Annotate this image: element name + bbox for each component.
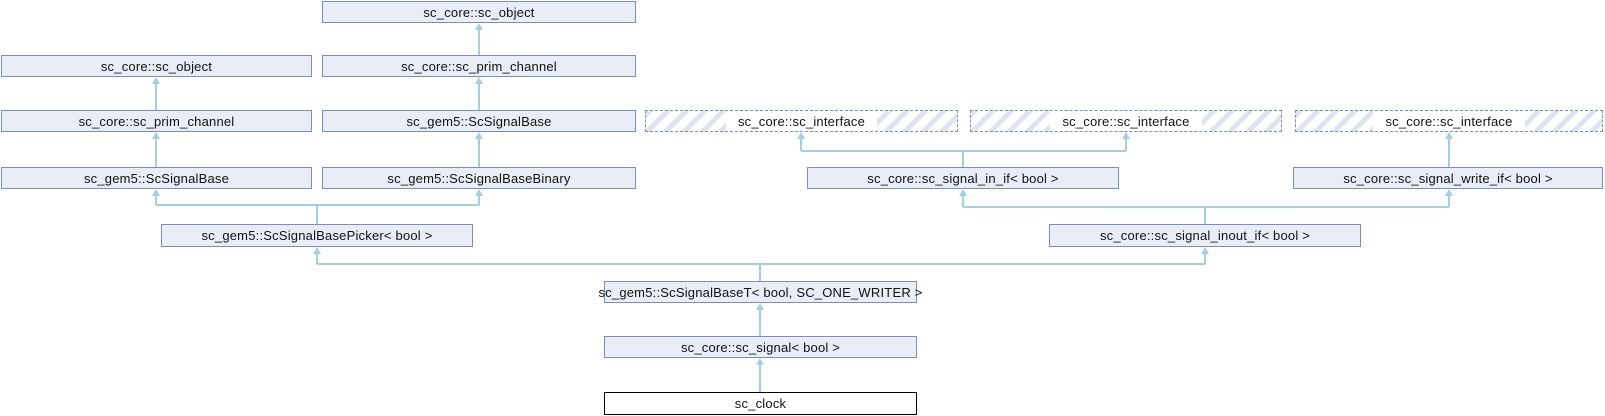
class-node-sc_clock: sc_clock bbox=[604, 392, 917, 415]
class-node-label: sc_core::sc_object bbox=[423, 4, 535, 20]
class-node-scsignalbasebinary[interactable]: sc_gem5::ScSignalBaseBinary bbox=[322, 167, 636, 189]
inheritance-edge-segment bbox=[478, 139, 480, 167]
arrowhead-icon bbox=[797, 132, 805, 139]
inheritance-edge-segment bbox=[801, 150, 1126, 152]
inheritance-edge-segment bbox=[478, 196, 480, 205]
class-node-scsignalbase_mid[interactable]: sc_gem5::ScSignalBase bbox=[322, 110, 636, 132]
class-node-label: sc_gem5::ScSignalBasePicker< bool > bbox=[201, 228, 433, 243]
class-node-sc_interface_1: sc_core::sc_interface bbox=[645, 110, 958, 132]
arrowhead-icon bbox=[959, 189, 967, 196]
arrowhead-icon bbox=[756, 358, 764, 365]
inheritance-edge-segment bbox=[1204, 254, 1206, 264]
arrowhead-icon bbox=[475, 189, 483, 196]
arrowhead-icon bbox=[475, 23, 483, 30]
class-node-scsignalbaset[interactable]: sc_gem5::ScSignalBaseT< bool, SC_ONE_WRI… bbox=[598, 281, 922, 303]
arrowhead-icon bbox=[1445, 189, 1453, 196]
arrowhead-icon bbox=[1445, 132, 1453, 139]
inheritance-edge-segment bbox=[155, 84, 157, 110]
inheritance-edge-segment bbox=[316, 254, 318, 264]
class-node-label: sc_core::sc_signal_write_if< bool > bbox=[1343, 170, 1553, 186]
inheritance-edge-segment bbox=[759, 310, 761, 336]
inheritance-edge-segment bbox=[1125, 139, 1127, 151]
class-node-scsignalbasepicker[interactable]: sc_gem5::ScSignalBasePicker< bool > bbox=[161, 224, 473, 247]
arrowhead-icon bbox=[152, 77, 160, 84]
class-node-label: sc_gem5::ScSignalBaseT< bool, SC_ONE_WRI… bbox=[598, 284, 923, 300]
class-node-sc_prim_channel_left[interactable]: sc_core::sc_prim_channel bbox=[1, 110, 312, 132]
class-node-label: sc_gem5::ScSignalBase bbox=[83, 170, 230, 186]
arrowhead-icon bbox=[1122, 132, 1130, 139]
class-node-label: sc_core::sc_interface bbox=[725, 111, 878, 131]
inheritance-edge-segment bbox=[155, 196, 157, 205]
class-node-sc_object_top[interactable]: sc_core::sc_object bbox=[322, 1, 636, 23]
inheritance-edge-segment bbox=[478, 84, 480, 110]
class-node-label: sc_core::sc_prim_channel bbox=[401, 58, 557, 74]
class-node-label: sc_core::sc_interface bbox=[1373, 111, 1525, 131]
class-node-label: sc_core::sc_signal_inout_if< bool > bbox=[1099, 228, 1311, 243]
arrowhead-icon bbox=[313, 247, 321, 254]
inheritance-edge-segment bbox=[1448, 139, 1450, 167]
arrowhead-icon bbox=[1201, 247, 1209, 254]
class-node-sc_signal_in_if[interactable]: sc_core::sc_signal_in_if< bool > bbox=[807, 167, 1119, 189]
class-node-label: sc_core::sc_signal< bool > bbox=[680, 339, 841, 355]
class-node-label: sc_clock bbox=[734, 396, 787, 411]
inheritance-edge-segment bbox=[800, 139, 802, 151]
class-node-label: sc_gem5::ScSignalBaseBinary bbox=[387, 170, 571, 186]
arrowhead-icon bbox=[475, 132, 483, 139]
inheritance-edge-segment bbox=[155, 139, 157, 167]
inheritance-edge-segment bbox=[962, 196, 964, 207]
class-node-label: sc_gem5::ScSignalBase bbox=[406, 113, 552, 129]
inheritance-edge-segment bbox=[759, 365, 761, 392]
class-node-sc_prim_channel_mid[interactable]: sc_core::sc_prim_channel bbox=[322, 55, 636, 77]
class-node-sc_signal_write_if[interactable]: sc_core::sc_signal_write_if< bool > bbox=[1293, 167, 1603, 189]
class-node-label: sc_core::sc_interface bbox=[1050, 111, 1202, 131]
inheritance-edge-segment bbox=[1448, 196, 1450, 207]
inheritance-edge-segment bbox=[317, 263, 1205, 265]
inheritance-edge-segment bbox=[316, 205, 318, 224]
class-node-sc_interface_2: sc_core::sc_interface bbox=[970, 110, 1282, 132]
arrowhead-icon bbox=[152, 132, 160, 139]
inheritance-edge-segment bbox=[1204, 207, 1206, 224]
class-node-sc_interface_3: sc_core::sc_interface bbox=[1295, 110, 1603, 132]
arrowhead-icon bbox=[475, 77, 483, 84]
class-node-label: sc_core::sc_signal_in_if< bool > bbox=[867, 170, 1059, 186]
class-node-scsignalbase_left[interactable]: sc_gem5::ScSignalBase bbox=[1, 167, 312, 189]
class-node-label: sc_core::sc_prim_channel bbox=[78, 113, 235, 129]
arrowhead-icon bbox=[152, 189, 160, 196]
inheritance-edge-segment bbox=[759, 264, 761, 281]
class-node-label: sc_core::sc_object bbox=[100, 58, 213, 74]
inheritance-edge-segment bbox=[962, 151, 964, 167]
inheritance-edge-segment bbox=[963, 206, 1449, 208]
inheritance-edge-segment bbox=[478, 30, 480, 55]
inheritance-edge-segment bbox=[156, 204, 479, 206]
class-node-sc_signal_inout_if[interactable]: sc_core::sc_signal_inout_if< bool > bbox=[1049, 224, 1361, 247]
class-node-sc_object_left[interactable]: sc_core::sc_object bbox=[1, 55, 312, 77]
arrowhead-icon bbox=[756, 303, 764, 310]
class-node-sc_signal[interactable]: sc_core::sc_signal< bool > bbox=[604, 336, 917, 358]
